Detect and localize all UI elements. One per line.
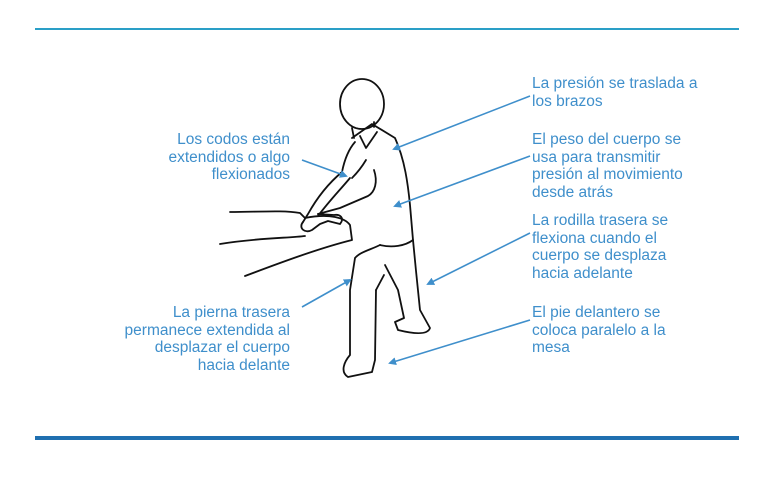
label-elbows-line: Los codos están [177,131,290,148]
label-front-foot-line: coloca paralelo a la [532,321,666,339]
label-back-leg-line: desplazar el cuerpo [154,339,290,356]
label-body-weight-line: usa para transmitir [532,148,661,166]
hands [300,213,343,233]
front-leg [342,244,381,378]
label-back-knee-line: hacia adelante [532,264,633,282]
arrow-elbows [301,159,348,178]
back-leg [384,239,431,335]
front-arm [317,169,377,215]
arrow-front-foot [388,319,531,366]
label-pressure-line: los brazos [532,92,603,110]
arrow-pressure [392,95,531,151]
arrow-back-leg [301,279,352,308]
label-body-weight: El peso del cuerpo se usa para transmiti… [532,131,683,201]
label-body-weight-line: El peso del cuerpo se [532,131,682,148]
label-back-knee-line: cuerpo se desplaza [532,247,667,264]
label-back-leg-line: hacia delante [197,356,290,374]
bottom-rule [35,436,739,440]
arrow-back-knee [426,232,531,285]
label-back-leg: La pierna trasera permanece extendida al… [125,304,290,374]
label-back-knee-line: La rodilla trasera se [532,212,669,229]
top-rule [35,28,739,30]
label-back-leg-line: permanece extendida al [124,321,290,339]
label-pressure: La presión se traslada a los brazos [532,75,697,110]
back-arm [302,171,343,223]
arrow-body-weight [393,155,531,208]
label-pressure-line: La presión se traslada a [532,75,698,92]
label-front-foot-line: El pie delantero se [532,304,661,321]
head [339,78,385,130]
label-body-weight-line: desde atrás [532,183,613,201]
torso [351,123,414,248]
label-elbows: Los codos están extendidos o algo flexio… [168,131,290,184]
label-front-foot-line: mesa [532,339,570,356]
label-back-knee: La rodilla trasera se flexiona cuando el… [532,212,668,282]
label-elbows-line: flexionados [211,166,290,183]
table [229,210,353,277]
label-body-weight-line: presión al movimiento [532,166,683,183]
leader-arrows [301,95,531,366]
label-front-foot: El pie delantero se coloca paralelo a la… [532,304,666,357]
label-elbows-line: extendidos o algo [168,148,290,166]
label-back-knee-line: flexiona cuando el [532,229,657,247]
label-back-leg-line: La pierna trasera [172,304,290,321]
